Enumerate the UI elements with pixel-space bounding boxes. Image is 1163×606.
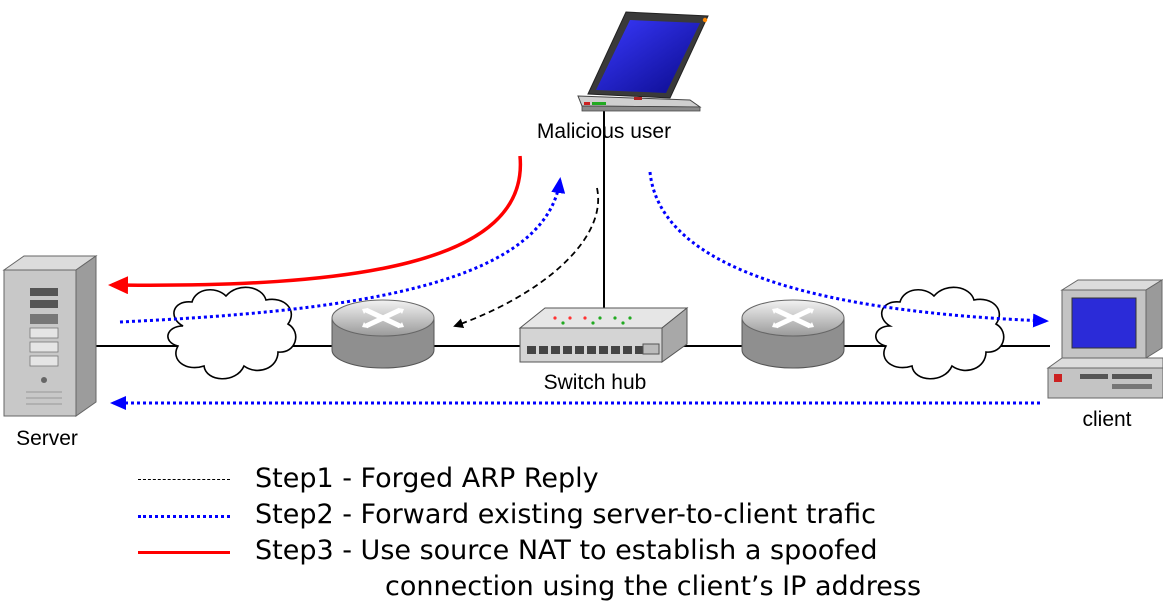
router-left-icon xyxy=(331,299,435,369)
malicious-user-label: Malicious user xyxy=(537,120,671,143)
legend-item-step2: Step2 - Forward existing server-to-clien… xyxy=(130,498,1130,534)
server-label: Server xyxy=(16,427,78,450)
legend-item-step3: Step3 - Use source NAT to establish a sp… xyxy=(130,534,1130,570)
router-right-icon xyxy=(741,299,845,369)
legend-swatch-step1 xyxy=(138,479,230,480)
cloud-left-icon xyxy=(167,286,297,380)
legend-label-step2: Step2 - Forward existing server-to-clien… xyxy=(255,499,876,530)
legend-swatch-step3 xyxy=(138,551,230,554)
client-label: client xyxy=(1082,408,1131,431)
step1-arrow xyxy=(453,187,600,329)
legend-item-step1: Step1 - Forged ARP Reply xyxy=(130,462,1130,498)
step2-arrow-server-to-attacker xyxy=(119,177,566,324)
cloud-right-icon xyxy=(875,286,1005,380)
client-computer-icon xyxy=(1046,279,1163,399)
legend-label-step3-continuation: connection using the client’s IP address xyxy=(385,571,922,602)
legend: Step1 - Forged ARP Reply Step2 - Forward… xyxy=(130,462,1130,606)
switch-hub-label: Switch hub xyxy=(544,371,647,394)
switch-hub-icon xyxy=(518,306,689,363)
step2-arrow-attacker-to-client xyxy=(648,171,1049,328)
legend-label-step1: Step1 - Forged ARP Reply xyxy=(255,463,599,494)
legend-swatch-step2 xyxy=(138,515,230,518)
step3-arrow xyxy=(108,155,522,295)
legend-item-step3-continuation: connection using the client’s IP address xyxy=(130,570,1130,606)
server-icon xyxy=(2,255,98,417)
legend-label-step3: Step3 - Use source NAT to establish a sp… xyxy=(255,535,878,566)
laptop-icon xyxy=(577,11,709,112)
